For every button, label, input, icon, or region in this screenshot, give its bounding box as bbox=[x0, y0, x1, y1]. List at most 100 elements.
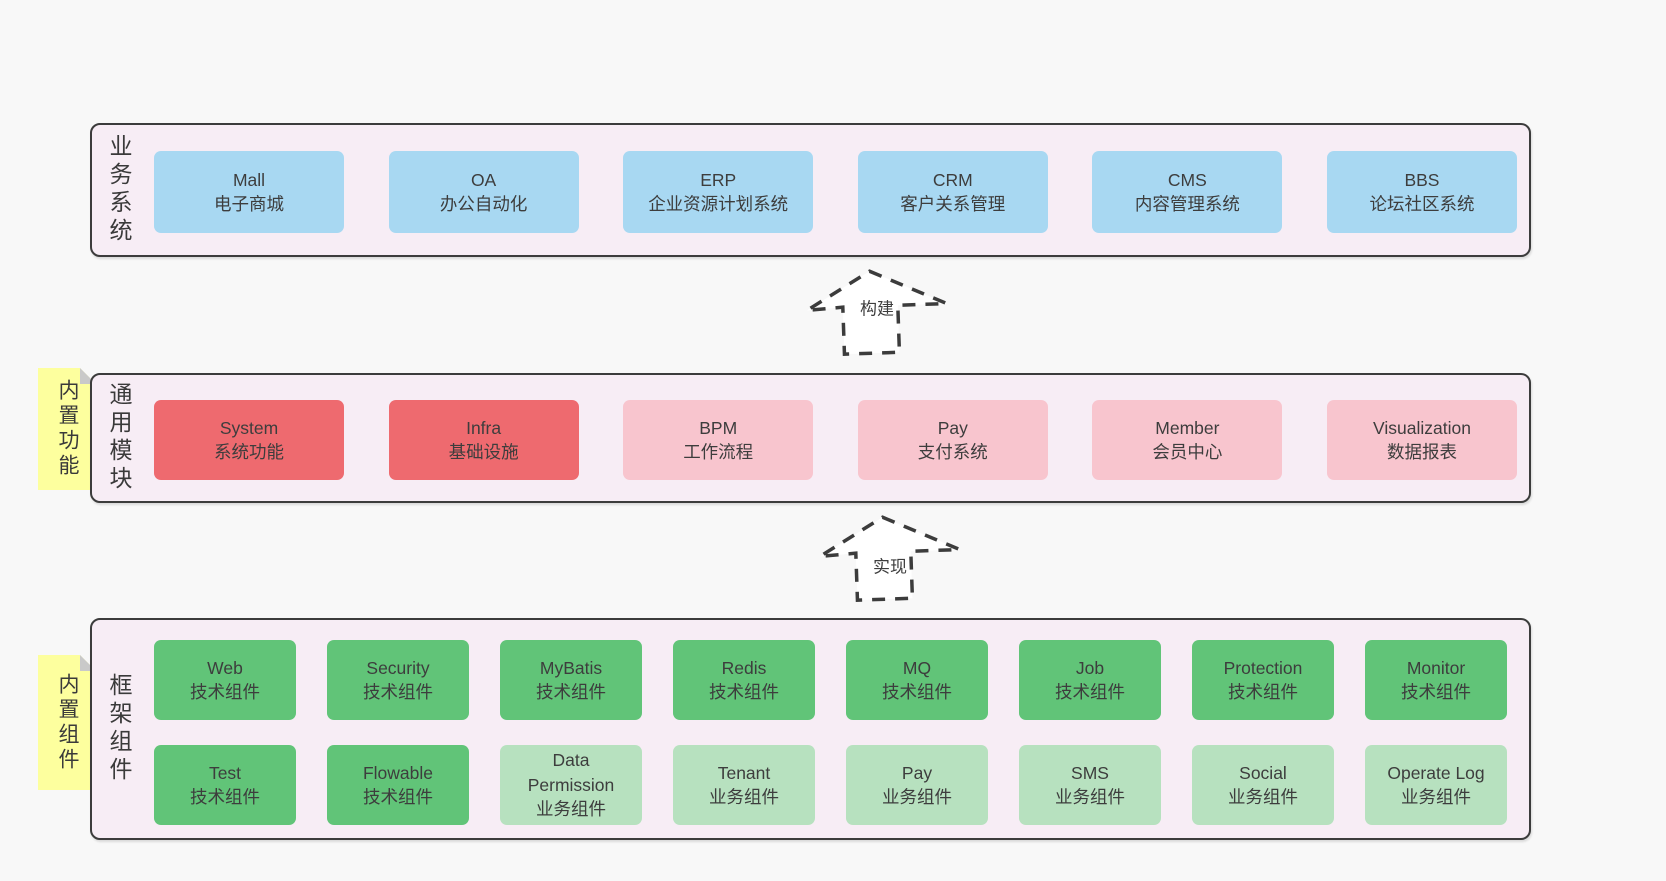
box-monitor: Monitor 技术组件 bbox=[1365, 640, 1507, 720]
box-subtitle: 业务组件 bbox=[1055, 787, 1125, 807]
box-title: Visualization bbox=[1373, 417, 1471, 438]
box-title: Security bbox=[366, 657, 430, 678]
box-subtitle: 技术组件 bbox=[1228, 682, 1298, 702]
sticky-note-label: 内置功能 bbox=[56, 379, 79, 479]
box-title: Monitor bbox=[1406, 657, 1466, 678]
box-subtitle: 数据报表 bbox=[1386, 442, 1457, 462]
box-title: Test bbox=[208, 762, 242, 783]
box-title: Pay bbox=[901, 762, 933, 783]
sticky-note-builtin-features: 内置功能 bbox=[38, 368, 96, 490]
box-data-permission: Data Permission 业务组件 bbox=[500, 745, 642, 825]
box-member: Member 会员中心 bbox=[1092, 400, 1283, 480]
box-pay: Pay 业务组件 bbox=[846, 745, 988, 825]
layer-business-systems: 业务系统 Mall 电子商城 OA 办公自动化 ERP 企业资源计划系统 CRM 客户关系管理… bbox=[90, 123, 1531, 257]
box-subtitle: 客户关系管理 bbox=[900, 194, 1006, 214]
layer-label-business-systems: 业务系统 bbox=[106, 134, 132, 246]
box-title: Protection bbox=[1223, 657, 1303, 678]
box-subtitle: 技术组件 bbox=[882, 682, 952, 702]
box-mybatis: MyBatis 技术组件 bbox=[500, 640, 642, 720]
box-subtitle: 电子商城 bbox=[214, 194, 284, 214]
box-mall: Mall 电子商城 bbox=[154, 151, 344, 233]
box-subtitle: 技术组件 bbox=[536, 682, 606, 702]
box-title: BPM bbox=[699, 417, 738, 438]
common-modules-row: System 系统功能 Infra 基础设施 BPM 工作流程 Pay 支付系统 Member 会… bbox=[154, 400, 1517, 480]
box-oa: OA 办公自动化 bbox=[388, 151, 579, 233]
box-subtitle: 技术组件 bbox=[709, 682, 779, 702]
box-pay: Pay 支付系统 bbox=[857, 400, 1048, 480]
box-title: Social bbox=[1239, 762, 1287, 783]
box-bpm: BPM 工作流程 bbox=[623, 400, 814, 480]
box-title: CRM bbox=[932, 169, 973, 190]
box-flowable: Flowable 技术组件 bbox=[327, 745, 469, 825]
box-title: Member bbox=[1155, 417, 1220, 438]
box-subtitle: 业务组件 bbox=[1401, 787, 1471, 807]
box-title: Mall bbox=[232, 169, 266, 190]
box-subtitle: 办公自动化 bbox=[439, 194, 528, 214]
box-subtitle: 技术组件 bbox=[1401, 682, 1471, 702]
box-title: Data Permission bbox=[527, 750, 615, 795]
box-title: OA bbox=[470, 169, 497, 190]
box-title: Job bbox=[1075, 657, 1105, 678]
layer-label-framework-components: 框架组件 bbox=[106, 673, 132, 785]
box-subtitle: 技术组件 bbox=[1055, 682, 1125, 702]
box-mq: MQ 技术组件 bbox=[846, 640, 988, 720]
layer-label-common-modules: 通用模块 bbox=[106, 382, 132, 494]
box-title: ERP bbox=[700, 169, 737, 190]
box-system: System 系统功能 bbox=[154, 400, 344, 480]
box-subtitle: 系统功能 bbox=[214, 442, 284, 462]
box-subtitle: 业务组件 bbox=[536, 799, 606, 820]
build-arrow-label: 构建 bbox=[858, 293, 896, 321]
box-subtitle: 会员中心 bbox=[1152, 442, 1223, 462]
box-subtitle: 技术组件 bbox=[363, 787, 433, 807]
box-title: Pay bbox=[937, 417, 968, 438]
box-tenant: Tenant 业务组件 bbox=[673, 745, 815, 825]
box-subtitle: 工作流程 bbox=[683, 442, 754, 462]
box-subtitle: 业务组件 bbox=[1228, 787, 1298, 807]
box-redis: Redis 技术组件 bbox=[673, 640, 815, 720]
box-subtitle: 技术组件 bbox=[190, 787, 260, 807]
box-title: Redis bbox=[721, 657, 767, 678]
implement-arrow-label: 实现 bbox=[871, 551, 909, 579]
box-subtitle: 支付系统 bbox=[917, 442, 988, 462]
box-sms: SMS 业务组件 bbox=[1019, 745, 1161, 825]
box-infra: Infra 基础设施 bbox=[388, 400, 579, 480]
box-title: System bbox=[219, 417, 279, 438]
box-subtitle: 企业资源计划系统 bbox=[648, 194, 789, 214]
layer-common-modules: 通用模块 System 系统功能 Infra 基础设施 BPM 工作流程 Pay 支付系统 Me… bbox=[90, 373, 1531, 503]
box-title: MyBatis bbox=[539, 657, 603, 678]
implement-arrow: 实现 bbox=[818, 513, 962, 603]
box-visualization: Visualization 数据报表 bbox=[1326, 400, 1517, 480]
business-systems-row: Mall 电子商城 OA 办公自动化 ERP 企业资源计划系统 CRM 客户关系管理 CMS 内容… bbox=[154, 151, 1517, 233]
box-test: Test 技术组件 bbox=[154, 745, 296, 825]
sticky-note-label: 内置组件 bbox=[56, 672, 79, 773]
sticky-note-builtin-components: 内置组件 bbox=[38, 655, 96, 790]
build-arrow: 构建 bbox=[805, 267, 949, 357]
box-subtitle: 基础设施 bbox=[448, 442, 519, 462]
box-security: Security 技术组件 bbox=[327, 640, 469, 720]
box-title: Tenant bbox=[717, 762, 771, 783]
box-subtitle: 内容管理系统 bbox=[1134, 194, 1240, 214]
box-subtitle: 论坛社区系统 bbox=[1369, 194, 1475, 214]
box-title: MQ bbox=[902, 657, 932, 678]
box-title: Flowable bbox=[362, 762, 434, 783]
box-crm: CRM 客户关系管理 bbox=[857, 151, 1048, 233]
box-social: Social 业务组件 bbox=[1192, 745, 1334, 825]
box-subtitle: 技术组件 bbox=[363, 682, 433, 702]
box-title: Web bbox=[207, 657, 243, 678]
box-title: SMS bbox=[1071, 762, 1109, 783]
box-subtitle: 技术组件 bbox=[190, 682, 260, 702]
box-title: Infra bbox=[466, 417, 502, 438]
box-subtitle: 业务组件 bbox=[709, 787, 779, 807]
box-title: BBS bbox=[1404, 169, 1440, 190]
box-erp: ERP 企业资源计划系统 bbox=[623, 151, 814, 233]
box-job: Job 技术组件 bbox=[1019, 640, 1161, 720]
box-cms: CMS 内容管理系统 bbox=[1092, 151, 1283, 233]
box-web: Web 技术组件 bbox=[154, 640, 296, 720]
box-title: CMS bbox=[1167, 169, 1207, 190]
box-subtitle: 业务组件 bbox=[882, 787, 952, 807]
